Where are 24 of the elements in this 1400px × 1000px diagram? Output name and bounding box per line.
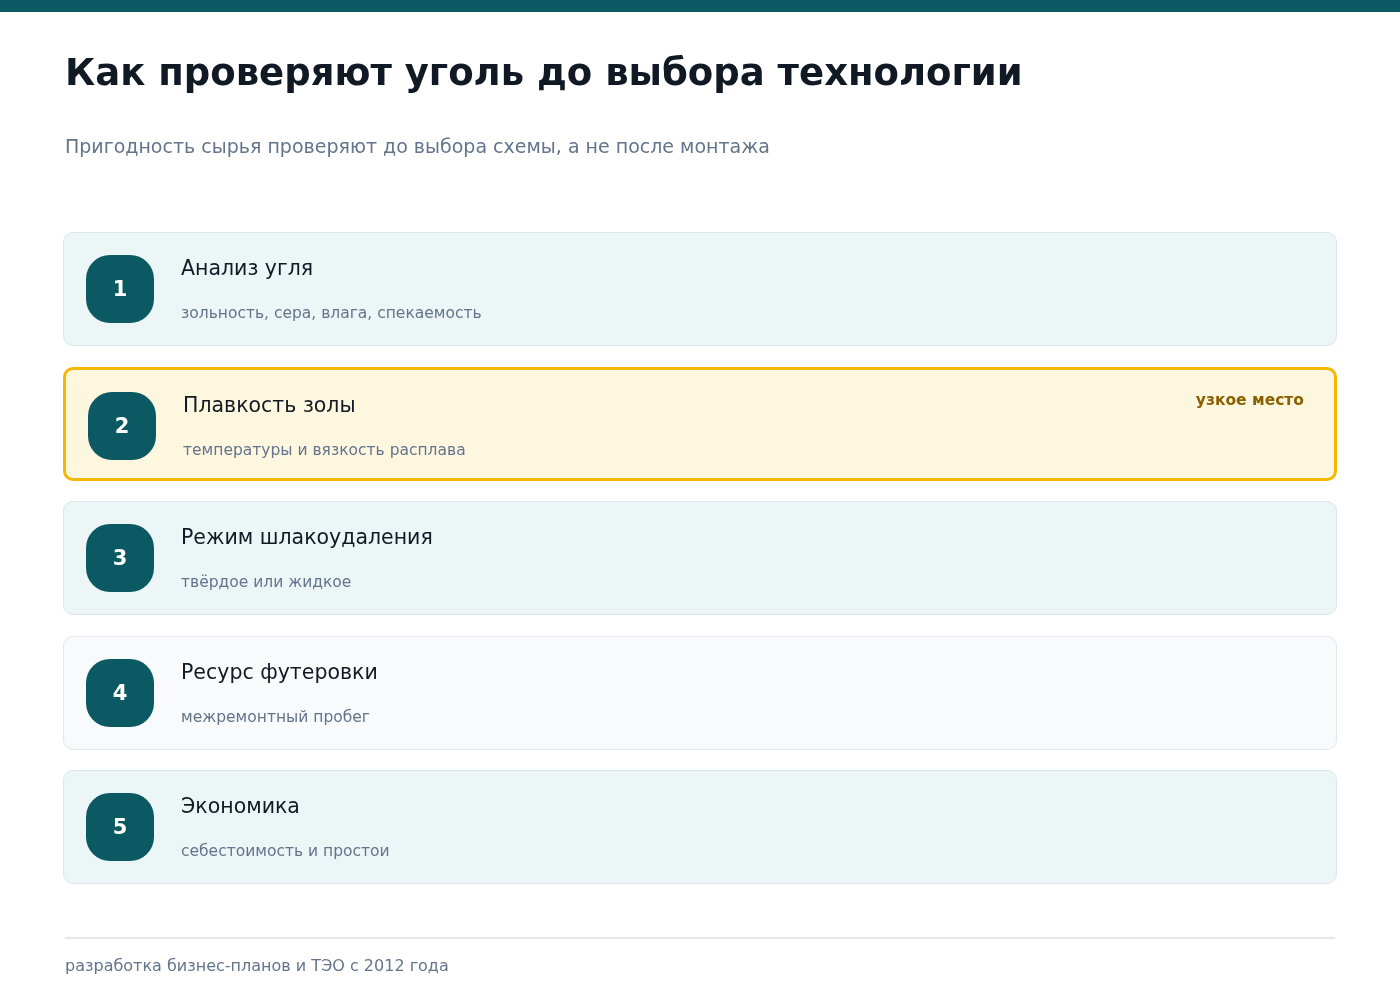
step-description: межремонтный пробег [181, 707, 370, 727]
step-title: Анализ угля [181, 255, 314, 281]
highlighted-step-card [63, 367, 1337, 481]
step-description: зольность, сера, влага, спекаемость [181, 303, 482, 323]
step-number-badge: 1 [86, 255, 154, 323]
step-card [63, 232, 1337, 346]
step-number-badge: 3 [86, 524, 154, 592]
footer-note: разработка бизнес-планов и ТЭО с 2012 года [65, 955, 449, 977]
step-number-badge: 4 [86, 659, 154, 727]
step-title: Плавкость золы [183, 392, 356, 418]
title: Как проверяют уголь до выбора технологии [65, 50, 1023, 96]
step-title: Ресурс футеровки [181, 659, 378, 685]
step-title: Режим шлакоудаления [181, 524, 433, 550]
step-description: температуры и вязкость расплава [183, 440, 466, 460]
status-note: узкое место [1195, 390, 1304, 410]
step-number-badge: 5 [86, 793, 154, 861]
subtitle: Пригодность сырья проверяют до выбора схемы, а не после монтажа [65, 134, 770, 159]
step-card [63, 501, 1337, 615]
step-card [63, 770, 1337, 884]
step-number-badge: 2 [88, 392, 156, 460]
step-description: твёрдое или жидкое [181, 572, 352, 592]
step-description: себестоимость и простои [181, 841, 390, 861]
step-title: Экономика [181, 793, 300, 819]
step-card [63, 636, 1337, 750]
